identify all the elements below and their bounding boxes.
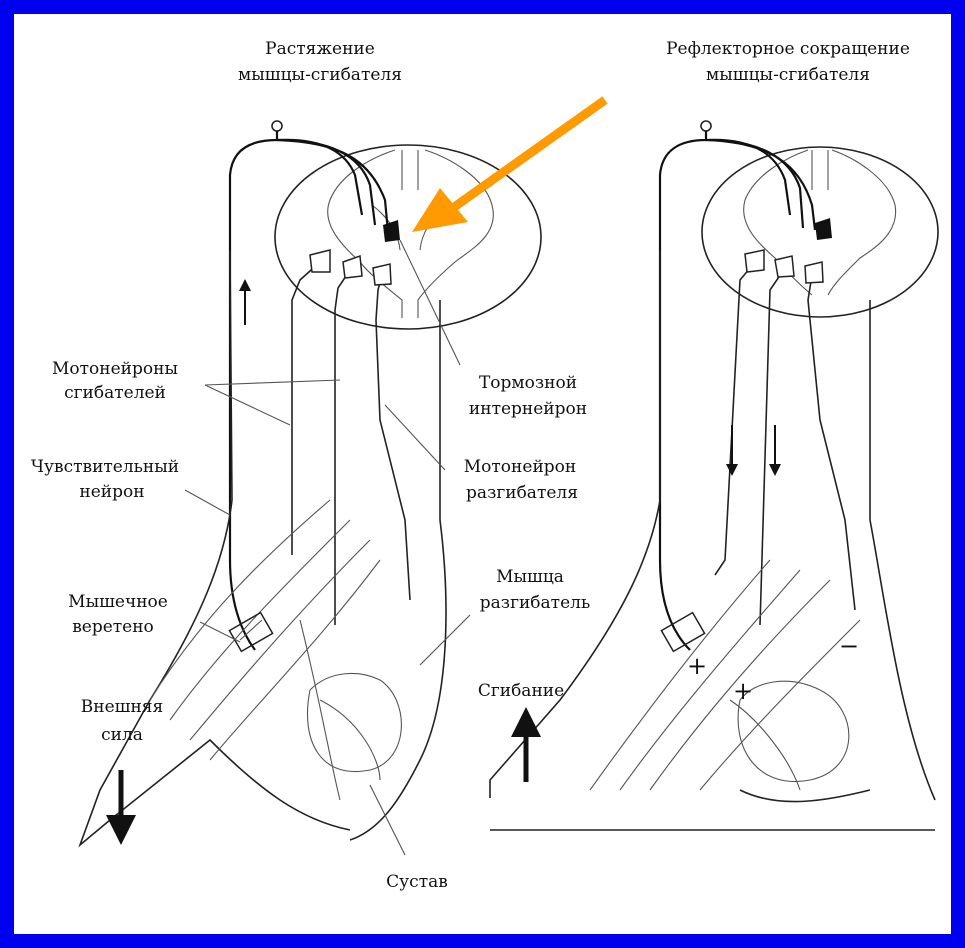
flexion-label: Сгибание <box>478 681 564 701</box>
right-body-3 <box>805 262 823 283</box>
left-title-line1: Растяжение <box>265 39 375 59</box>
motoneuron-flexor-1 <box>292 262 320 555</box>
right-motoneuron-3 <box>808 275 855 610</box>
sensory-label-2: нейрон <box>79 482 144 502</box>
leader-spindle <box>200 622 240 642</box>
motoneuron-extensor <box>376 275 410 600</box>
plus-sign-1: + <box>687 652 707 680</box>
motoneurons-label-2: сгибателей <box>64 383 166 403</box>
motoneuron-body-3 <box>373 264 391 285</box>
leader-interneuron <box>400 240 460 365</box>
gray-matter-left <box>328 150 494 318</box>
right-interneuron <box>815 218 832 240</box>
sensory-label-1: Чувствительный <box>31 457 179 477</box>
motoneurons-label-1: Мотонейроны <box>52 359 178 379</box>
sensory-neuron-left <box>230 131 277 650</box>
spindle-label-1: Мышечное <box>68 592 168 612</box>
minus-sign: − <box>839 632 859 660</box>
highlight-arrow <box>412 100 605 232</box>
left-bone <box>308 673 402 771</box>
leader-motoneurons <box>205 380 340 425</box>
joint-label: Сустав <box>386 872 448 892</box>
right-motoneuron-2 <box>760 268 785 625</box>
sensory-branches-left <box>277 140 388 232</box>
inhibitory-interneuron-body <box>383 220 400 242</box>
plus-sign-2: + <box>733 677 753 705</box>
right-muscle-fibers <box>590 560 860 790</box>
right-motoneuron-1 <box>715 262 755 575</box>
spindle-label-2: веретено <box>72 617 154 637</box>
right-title-line1: Рефлекторное сокращение <box>666 39 910 59</box>
right-bone <box>738 681 849 781</box>
extensor-mn-label-1: Мотонейрон <box>464 457 576 477</box>
extensor-mn-label-2: разгибателя <box>466 483 578 503</box>
left-muscle-fibers <box>150 500 380 800</box>
interneuron-label-2: интернейрон <box>469 399 587 419</box>
right-title-line2: мышцы-сгибателя <box>706 65 870 85</box>
extensor-muscle-label-1: Мышца <box>496 567 564 587</box>
motoneuron-body-1 <box>310 250 330 272</box>
sensory-neuron-right <box>660 131 706 650</box>
sensory-ganglion-right <box>701 121 711 131</box>
motoneuron-body-2 <box>343 256 362 278</box>
leader-sensory <box>185 490 230 515</box>
sensory-ganglion-left <box>272 121 282 131</box>
leader-extensor-mn <box>385 405 445 470</box>
motoneuron-flexor-2 <box>335 270 350 625</box>
force-label-2: сила <box>101 725 143 745</box>
right-body-2 <box>775 256 794 277</box>
left-title-line2: мышцы-сгибателя <box>238 65 402 85</box>
right-body-1 <box>745 250 764 272</box>
force-label-1: Внешняя <box>81 697 163 717</box>
muscle-spindle-left <box>229 613 272 652</box>
interneuron-label-1: Тормозной <box>479 373 577 393</box>
extensor-muscle-label-2: разгибатель <box>480 593 590 613</box>
right-arm-outline <box>490 250 935 830</box>
